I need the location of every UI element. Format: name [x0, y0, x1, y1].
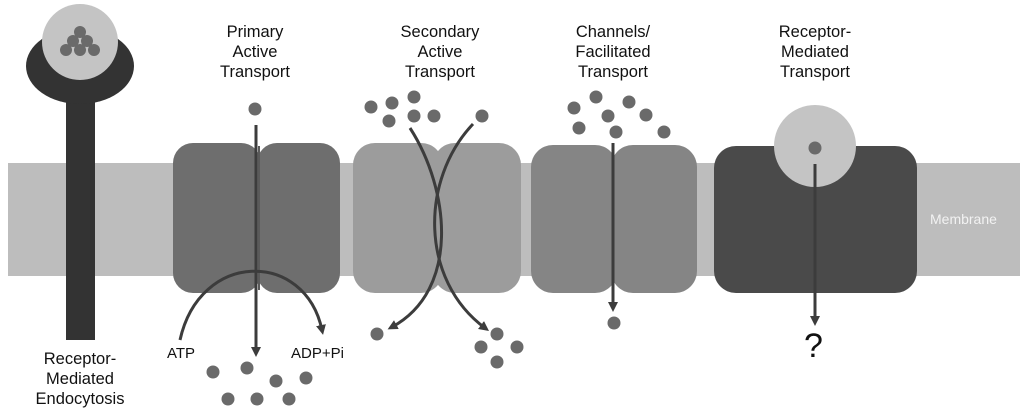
label-line: Secondary — [400, 23, 480, 41]
molecule — [567, 101, 581, 115]
molecule — [490, 355, 504, 369]
label-line: Transport — [405, 63, 475, 81]
secondary-transporter-right — [433, 143, 521, 293]
label-line: Mediated — [46, 370, 114, 388]
molecule — [622, 95, 636, 109]
atp-hydrolysis-arrow — [178, 269, 326, 341]
molecule — [589, 90, 603, 104]
molecule — [639, 108, 653, 122]
secondary-transporter-left — [353, 143, 443, 293]
molecule — [601, 109, 615, 123]
primary-molecule-top — [248, 102, 262, 116]
label-line: Facilitated — [575, 43, 651, 61]
molecule — [88, 44, 100, 56]
secondary-arrow-out — [433, 122, 490, 331]
molecule — [385, 96, 399, 110]
molecule — [67, 35, 79, 47]
endocytosis-cap — [42, 4, 118, 80]
endocytosis-receptor — [26, 4, 134, 340]
channel-right — [611, 145, 697, 293]
label-line: Transport — [220, 63, 290, 81]
label-line: Transport — [578, 63, 648, 81]
molecule — [282, 392, 296, 406]
secondary-molecules-bottom — [370, 327, 524, 369]
primary-transport-label: Primary Active Transport — [205, 22, 305, 82]
label-line: Primary — [226, 23, 284, 41]
channel-protein — [531, 145, 697, 293]
molecule — [81, 35, 93, 47]
label-line: Receptor- — [43, 350, 117, 368]
membrane-label: Membrane — [930, 211, 997, 227]
secondary-arrow-in — [387, 127, 443, 330]
label-line: Active — [232, 43, 278, 61]
primary-pump-left — [173, 143, 261, 293]
channels-transport-label: Channels/ Facilitated Transport — [553, 22, 673, 82]
channel-molecule-bottom — [607, 316, 621, 330]
molecule — [250, 392, 264, 406]
label-line: Mediated — [781, 43, 849, 61]
molecule — [240, 361, 254, 375]
molecule — [60, 44, 72, 56]
adp-label: ADP+Pi — [291, 345, 344, 362]
secondary-transport-label: Secondary Active Transport — [380, 22, 500, 82]
molecule — [572, 121, 586, 135]
endocytosis-label: Receptor- Mediated Endocytosis — [20, 349, 140, 409]
molecule — [657, 125, 671, 139]
label-line: Active — [417, 43, 463, 61]
channel-left — [531, 145, 617, 293]
molecule — [364, 100, 378, 114]
receptor-transport-label: Receptor- Mediated Transport — [755, 22, 875, 82]
primary-pump — [173, 143, 340, 293]
molecule — [269, 374, 283, 388]
molecule — [490, 327, 504, 341]
channel-molecules-top — [567, 90, 671, 139]
receptor-bound-molecule — [808, 141, 822, 155]
molecule — [74, 26, 86, 38]
molecule — [299, 371, 313, 385]
label-line: Receptor- — [778, 23, 852, 41]
molecule — [475, 109, 489, 123]
unknown-fate-label: ? — [804, 327, 823, 365]
molecule — [74, 44, 86, 56]
molecule — [382, 114, 396, 128]
primary-molecules-bottom — [206, 361, 313, 406]
molecule — [221, 392, 235, 406]
secondary-molecules-top — [364, 90, 489, 128]
molecule — [609, 125, 623, 139]
label-line: Endocytosis — [35, 390, 125, 408]
label-line: Transport — [780, 63, 850, 81]
molecule — [427, 109, 441, 123]
molecule — [206, 365, 220, 379]
atp-label: ATP — [167, 345, 196, 362]
molecule — [510, 340, 524, 354]
endocytosis-cargo — [60, 26, 100, 56]
molecule — [474, 340, 488, 354]
primary-pump-right — [257, 143, 340, 293]
molecule — [407, 90, 421, 104]
endocytosis-stalk — [66, 80, 95, 340]
molecule — [407, 109, 421, 123]
molecule — [370, 327, 384, 341]
secondary-transporter — [353, 143, 521, 293]
label-line: Channels/ — [575, 23, 651, 41]
